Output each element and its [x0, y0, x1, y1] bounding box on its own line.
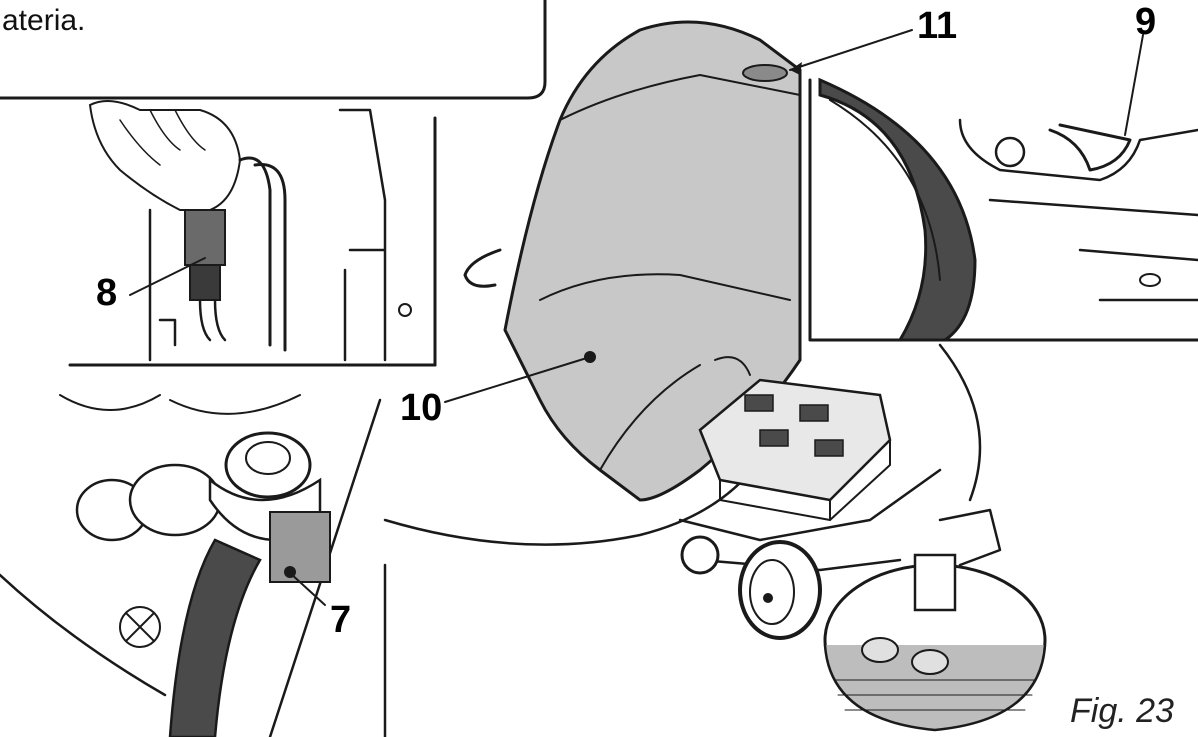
- inset-connector-view: [68, 100, 437, 367]
- figure-caption: Fig. 23: [1070, 692, 1174, 730]
- main-wheel: [738, 540, 822, 640]
- callout-8: 8: [96, 272, 117, 314]
- battery-cover: [503, 20, 802, 502]
- cover-latch: [742, 64, 788, 82]
- note-box: ateria.: [0, 0, 547, 100]
- brush-head: [823, 508, 1047, 732]
- callout-11: 11: [917, 5, 957, 47]
- callout-9: 9: [1135, 1, 1156, 43]
- inset-terminal-view: [0, 394, 382, 737]
- note-text: ateria.: [2, 4, 85, 37]
- leader-lines: [129, 29, 1144, 606]
- callout-7: 7: [330, 599, 351, 641]
- machine-main-view: [383, 20, 1047, 737]
- callout-10: 10: [400, 387, 442, 429]
- battery-block: [698, 356, 892, 521]
- inset-wheel-view: [808, 77, 1198, 342]
